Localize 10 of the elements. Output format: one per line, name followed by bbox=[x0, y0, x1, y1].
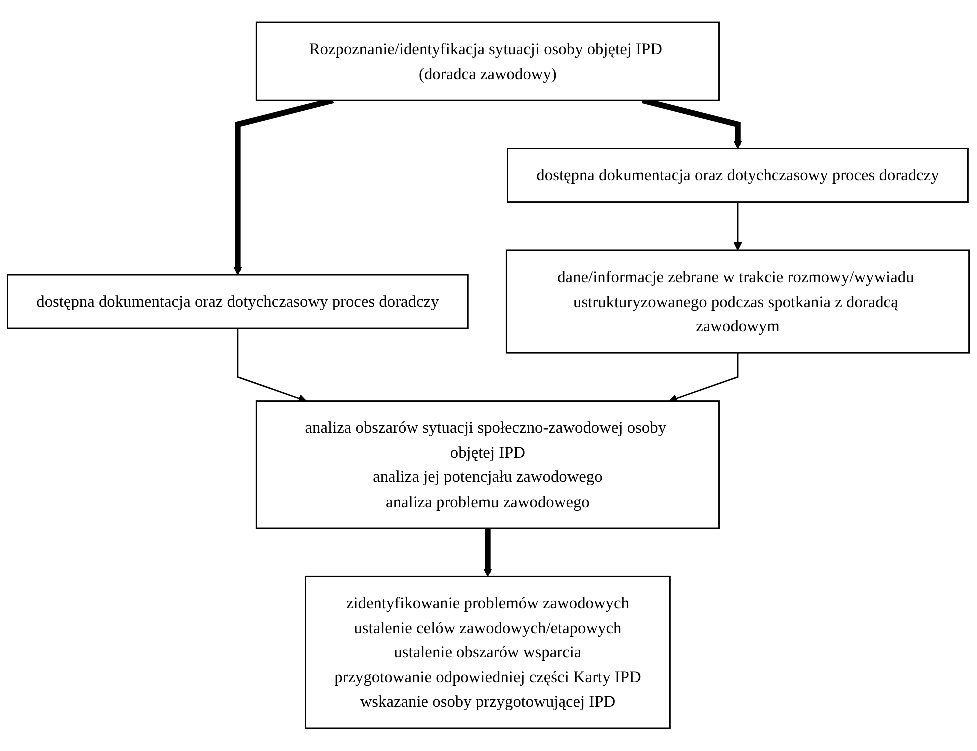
node-box: zidentyfikowanie problemów zawodowych ustalenie celów zawodowych/etapowych ustalenie obszarów wsparcia przygotowanie odpowiedniej części Karty IPD wskazanie osoby przygotowującej IPD bbox=[305, 576, 671, 730]
arrow bbox=[237, 328, 307, 403]
node-box: Rozpoznanie/identyfikacja sytuacji osoby objętej IPD (doradca zawodowy) bbox=[256, 22, 720, 102]
node-box: analiza obszarów sytuacji społeczno-zawodowej osoby objętej IPD analiza jej potencjału zawodowego analiza problemu zawodowego bbox=[256, 400, 720, 530]
arrow bbox=[734, 202, 742, 251]
node-box: dostępna dokumentacja oraz dotychczasowy proces doradczy bbox=[507, 148, 969, 203]
node-box: dostępna dokumentacja oraz dotychczasowy proces doradczy bbox=[6, 274, 469, 330]
arrow bbox=[668, 353, 739, 403]
node-box: dane/informacje zebrane w trakcie rozmowy/wywiadu ustrukturyzowanego podczas spotkania z doradcą zawodowym bbox=[506, 250, 970, 354]
arrow bbox=[484, 528, 492, 578]
